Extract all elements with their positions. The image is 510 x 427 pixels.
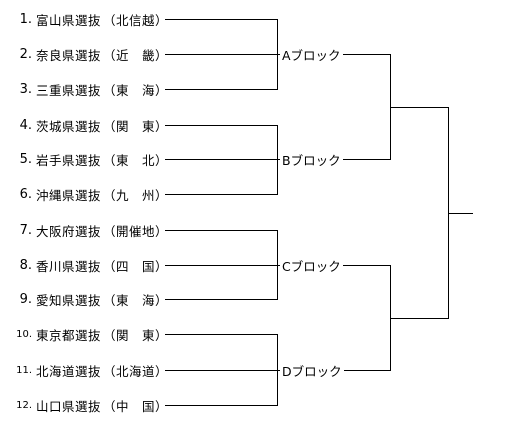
team-name: 愛知県選抜: [36, 292, 102, 308]
team-region: （中 国）: [103, 398, 169, 414]
team-name: 北海道選抜: [36, 363, 102, 379]
team-number: 10.: [16, 328, 32, 340]
team-number: 7.: [19, 222, 32, 238]
team-region: （近 畿）: [103, 47, 169, 63]
team-number: 4.: [19, 117, 32, 133]
team-entry: 1.富山県選抜（北信越）: [8, 9, 168, 29]
team-entry: 6.沖縄県選抜（九 州）: [8, 184, 168, 204]
team-entry: 12. 山口県選抜（中 国）: [8, 395, 168, 415]
block-label: Dブロック: [280, 361, 344, 379]
team-number: 1.: [19, 11, 32, 27]
team-name: 富山県選抜: [36, 12, 102, 28]
team-number: 12.: [16, 399, 32, 411]
team-number: 8.: [19, 257, 32, 273]
team-name: 山口県選抜: [36, 398, 102, 414]
team-number: 3.: [19, 81, 32, 97]
team-name: 沖縄県選抜: [36, 187, 102, 203]
team-entry: 9.愛知県選抜（東 海）: [8, 289, 168, 309]
block-label: Bブロック: [280, 150, 343, 168]
team-entry: 11. 北海道選抜（北海道）: [8, 360, 168, 380]
team-name: 大阪府選抜: [36, 223, 102, 239]
team-entry: 4.茨城県選抜（関 東）: [8, 115, 168, 135]
team-name: 奈良県選抜: [36, 47, 102, 63]
team-entry: 2.奈良県選抜（近 畿）: [8, 44, 168, 64]
team-entry: 8.香川県選抜（四 国）: [8, 255, 168, 275]
team-region: （関 東）: [103, 327, 169, 343]
team-number: 5.: [19, 151, 32, 167]
team-region: （関 東）: [103, 118, 169, 134]
team-entry: 3.三重県選抜（東 海）: [8, 79, 168, 99]
team-name: 東京都選抜: [36, 327, 102, 343]
team-region: （北海道）: [103, 363, 169, 379]
team-entry: 10. 東京都選抜（関 東）: [8, 324, 168, 344]
block-label: Cブロック: [280, 256, 343, 274]
team-region: （東 海）: [103, 292, 169, 308]
team-entry: 7.大阪府選抜（開催地）: [8, 220, 168, 240]
team-number: 9.: [19, 291, 32, 307]
team-number: 6.: [19, 186, 32, 202]
team-number: 2.: [19, 46, 32, 62]
team-region: （開催地）: [103, 223, 169, 239]
team-name: 岩手県選抜: [36, 152, 102, 168]
team-name: 茨城県選抜: [36, 118, 102, 134]
team-name: 三重県選抜: [36, 82, 102, 98]
team-region: （東 北）: [103, 152, 169, 168]
team-number: 11.: [16, 364, 32, 376]
block-label: Aブロック: [280, 45, 343, 63]
team-region: （北信越）: [103, 12, 169, 28]
team-region: （東 海）: [103, 82, 169, 98]
team-region: （四 国）: [103, 258, 169, 274]
team-region: （九 州）: [103, 187, 169, 203]
team-entry: 5.岩手県選抜（東 北）: [8, 149, 168, 169]
team-name: 香川県選抜: [36, 258, 102, 274]
